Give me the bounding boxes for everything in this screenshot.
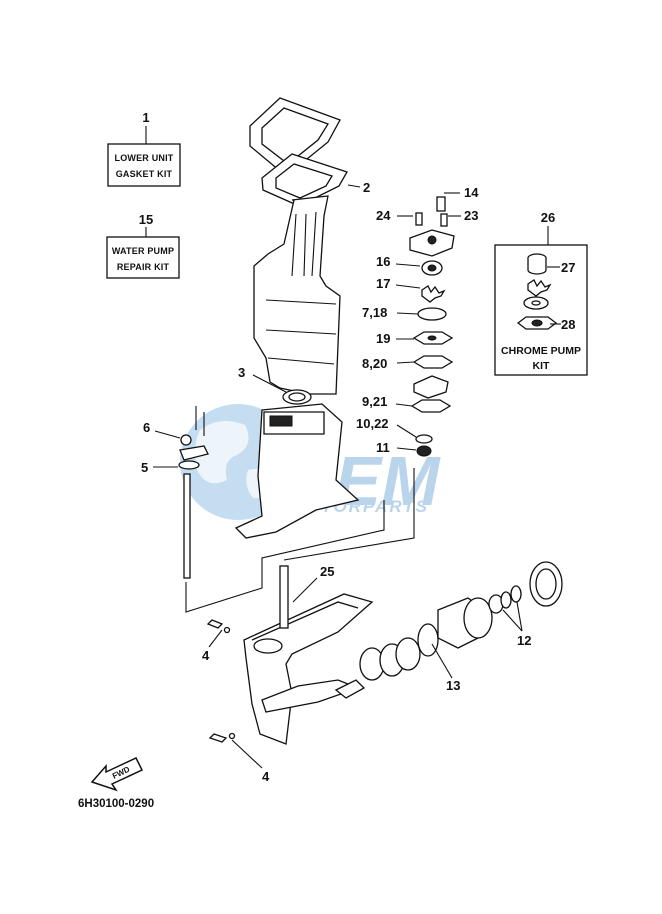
water-pump-stack[interactable] bbox=[409, 196, 455, 457]
water-pump-repair-kit-line1: WATER PUMP bbox=[112, 246, 174, 256]
diagram-code: 6H30100-0290 bbox=[78, 798, 154, 810]
callout-4-lower: 4 bbox=[262, 769, 270, 784]
callout-7-18: 7,18 bbox=[362, 305, 387, 320]
lower-unit-gasket-kit-line1: LOWER UNIT bbox=[115, 153, 174, 163]
callout-8-20: 8,20 bbox=[362, 356, 387, 371]
fwd-arrow-icon: FWD bbox=[90, 757, 144, 792]
callout-12: 12 bbox=[517, 633, 531, 648]
callout-26: 26 bbox=[541, 210, 555, 225]
callout-9-21: 9,21 bbox=[362, 394, 387, 409]
callout-17: 17 bbox=[376, 276, 390, 291]
callout-24: 24 bbox=[376, 208, 391, 223]
callout-1: 1 bbox=[142, 110, 149, 125]
water-pump-repair-kit-line2: REPAIR KIT bbox=[117, 262, 170, 272]
callout-15: 15 bbox=[139, 212, 153, 227]
callout-16: 16 bbox=[376, 254, 390, 269]
callout-14: 14 bbox=[464, 185, 479, 200]
drive-shaft-housing[interactable] bbox=[253, 195, 341, 395]
callout-27: 27 bbox=[561, 260, 575, 275]
chrome-pump-kit-line2: KIT bbox=[533, 360, 551, 372]
callout-5: 5 bbox=[141, 460, 148, 475]
callout-23: 23 bbox=[464, 208, 478, 223]
screw-part-4-lower[interactable] bbox=[208, 732, 236, 743]
lower-unit-gasket-kit-box[interactable]: LOWER UNIT GASKET KIT bbox=[107, 143, 181, 187]
callout-6: 6 bbox=[143, 420, 150, 435]
callout-19: 19 bbox=[376, 331, 390, 346]
callout-10-22: 10,22 bbox=[356, 416, 389, 431]
water-pump-repair-kit-box[interactable]: WATER PUMP REPAIR KIT bbox=[106, 236, 180, 279]
prop-shaft-parts[interactable] bbox=[359, 561, 563, 681]
callout-3: 3 bbox=[238, 365, 245, 380]
lower-gear-case[interactable] bbox=[243, 565, 374, 745]
screw-part-4-upper[interactable] bbox=[206, 619, 231, 634]
top-gasket-part-2[interactable] bbox=[249, 97, 348, 207]
lower-case-upper[interactable] bbox=[234, 403, 360, 539]
chrome-pump-kit-line1: CHROME PUMP bbox=[501, 345, 581, 357]
callout-25: 25 bbox=[320, 564, 334, 579]
callout-4-upper: 4 bbox=[202, 648, 210, 663]
gasket-part-3[interactable] bbox=[282, 389, 312, 405]
callout-28: 28 bbox=[561, 317, 575, 332]
callout-13: 13 bbox=[446, 678, 460, 693]
callout-11: 11 bbox=[376, 440, 390, 455]
chrome-kit-parts bbox=[516, 253, 558, 330]
callout-2: 2 bbox=[363, 180, 370, 195]
shift-rod-assembly[interactable] bbox=[178, 406, 209, 579]
lower-unit-gasket-kit-line2: GASKET KIT bbox=[116, 169, 173, 179]
